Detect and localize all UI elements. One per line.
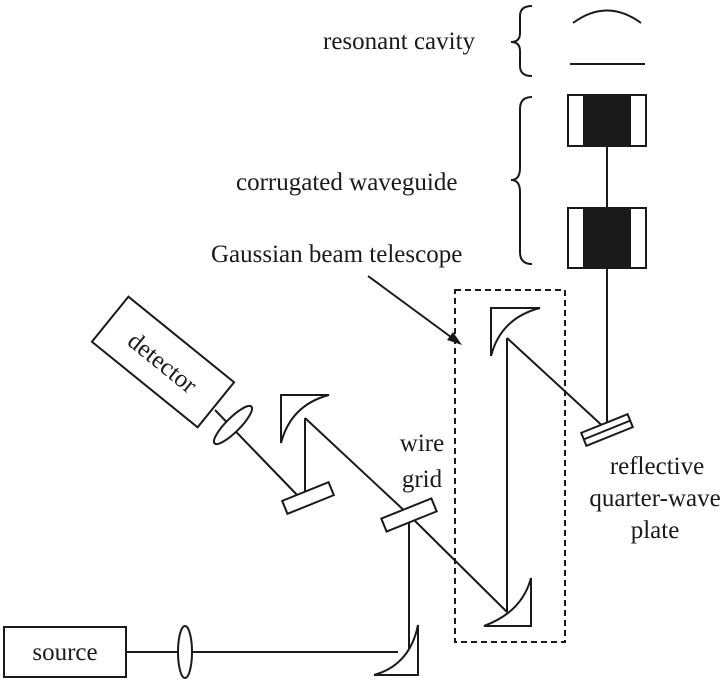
source-lens <box>177 625 193 679</box>
detector-box: detector <box>90 295 236 429</box>
cavity-curved-mirror <box>572 9 642 24</box>
resonant-cavity <box>570 9 645 65</box>
telescope-arrow <box>367 275 462 345</box>
waveguide-label: corrugated waveguide <box>236 169 457 196</box>
cavity-brace <box>510 5 533 77</box>
plate-label-line2: quarter-wave <box>589 485 720 512</box>
wire-grid-label-line1: wire <box>400 430 444 457</box>
telescope-label: Gaussian beam telescope <box>211 241 462 268</box>
wire-grid-plate <box>380 497 438 533</box>
telescope-arrow-line <box>367 275 456 341</box>
beam-telescope-upper-to-plate <box>506 337 608 431</box>
waveguide-top-core <box>583 95 631 146</box>
beam-paths <box>126 146 608 653</box>
left-curved-mirror <box>280 394 330 444</box>
detector-rect <box>90 295 236 429</box>
cavity-label: resonant cavity <box>323 28 476 55</box>
corrugated-waveguide <box>567 94 647 269</box>
bottom-curved-mirror <box>373 624 419 676</box>
detector-lens <box>212 404 254 446</box>
source-box: source <box>3 626 127 678</box>
waveguide-brace <box>510 96 533 265</box>
beam-grid-to-telescope-lower-mirror <box>408 514 508 613</box>
reflective-quarter-wave-plate <box>579 412 635 448</box>
telescope-upper-curved-mirror <box>490 307 541 357</box>
wire-grid-label-line2: grid <box>402 466 443 493</box>
source-rect <box>3 626 127 678</box>
plate-label-line3: plate <box>631 517 680 544</box>
beam-grid-to-left-mirror <box>304 417 410 516</box>
telescope-arrow-head <box>447 332 462 345</box>
waveguide-section-bottom <box>567 207 647 269</box>
waveguide-bottom-core <box>583 208 631 268</box>
telescope-lower-curved-mirror <box>483 577 532 627</box>
waveguide-section-top <box>567 94 647 147</box>
flat-mirror-plate <box>280 480 336 516</box>
plate-label-line1: reflective <box>610 453 704 480</box>
telescope-dashed-box <box>454 289 566 643</box>
source-label: source <box>32 639 97 666</box>
quarter-wave-plate-stripe <box>583 419 631 441</box>
